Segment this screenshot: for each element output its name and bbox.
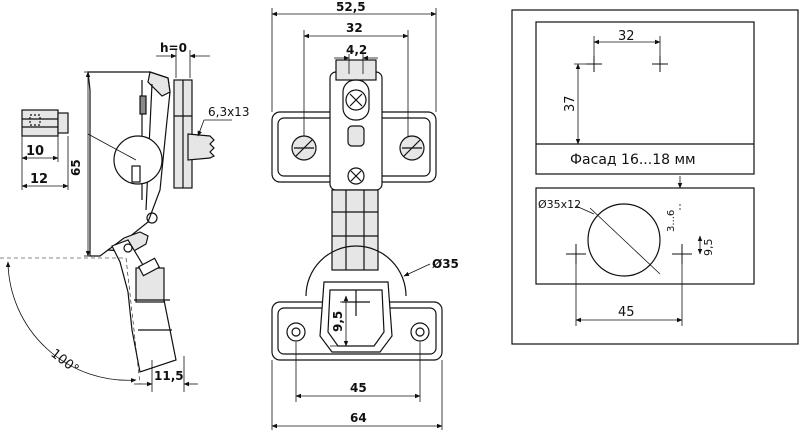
drilling-template <box>511 9 799 345</box>
template-dim-45-label: 45 <box>618 305 635 320</box>
dim-10-label: 10 <box>26 144 44 159</box>
template-bottom-panel <box>535 176 755 326</box>
template-frame <box>511 9 799 345</box>
hinge-arm-side <box>87 71 171 257</box>
hinge-link <box>331 189 379 271</box>
dim-52-5-label: 52,5 <box>336 0 366 14</box>
dia-35-label: Ø35 <box>432 257 459 271</box>
dim-9-5-front <box>330 295 370 347</box>
template-dim-9-5-label: 9,5 <box>702 239 715 257</box>
screw-label: 6,3x13 <box>208 105 249 119</box>
dim-45-front <box>295 342 421 402</box>
angle-label: 100° <box>48 346 82 377</box>
dim-9-5-front-label: 9,5 <box>331 311 345 332</box>
opening-angle-arc <box>0 257 141 385</box>
hinge-arm-front <box>329 59 383 191</box>
template-dim-32-label: 32 <box>618 29 635 44</box>
cup-plate-front <box>271 245 443 361</box>
template-top-panel <box>535 21 755 175</box>
side-view <box>0 50 232 392</box>
dim-4-2-label: 4,2 <box>346 43 367 57</box>
dim-64-label: 64 <box>350 411 367 425</box>
dim-h0 <box>156 50 210 78</box>
front-view <box>271 8 443 430</box>
dim-52-5 <box>271 8 437 112</box>
dim-32-front-label: 32 <box>346 21 363 35</box>
dim-65-label: 65 <box>69 159 83 176</box>
cup-label: Ø35x12 <box>538 198 581 211</box>
dim-45-front-label: 45 <box>350 381 367 395</box>
dim-4-2 <box>334 54 378 74</box>
facade-label: Фасад 16...18 мм <box>570 152 696 168</box>
dim-12-label: 12 <box>30 172 48 187</box>
mounting-plate-side <box>173 79 193 189</box>
h-label: h=0 <box>160 41 187 55</box>
dim-35-leader <box>403 263 431 277</box>
wood-screw <box>187 119 232 161</box>
template-dim-3-6-label: 3...6 <box>666 210 677 232</box>
dim-11-5 <box>134 356 198 392</box>
dim-65 <box>84 71 150 257</box>
dim-11-5-label: 11,5 <box>154 369 184 383</box>
dim-32-front <box>303 30 409 136</box>
template-dim-37-label: 37 <box>563 95 578 112</box>
door-cup-side <box>111 239 177 373</box>
dim-64 <box>271 360 443 430</box>
dim-10 <box>21 136 69 190</box>
adjust-screw-detail <box>21 109 69 137</box>
